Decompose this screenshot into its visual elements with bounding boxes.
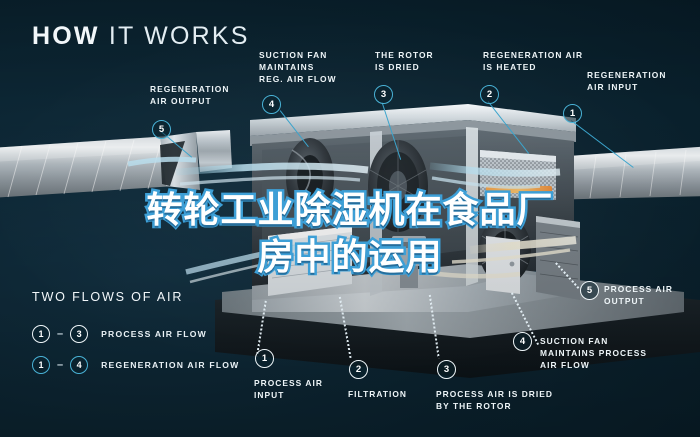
marker-bottom-5[interactable]: 5 — [580, 281, 599, 300]
marker-bottom-2[interactable]: 2 — [349, 360, 368, 379]
callout-label-process-air-output: PROCESS AIR OUTPUT — [604, 284, 673, 306]
legend-marker-regeneration-to: 4 — [70, 356, 89, 374]
marker-bottom-4[interactable]: 4 — [513, 332, 532, 351]
marker-top-1[interactable]: 1 — [563, 104, 582, 123]
marker-top-4[interactable]: 4 — [262, 95, 281, 114]
legend-dash-regeneration: – — [57, 359, 64, 371]
marker-top-5[interactable]: 5 — [152, 120, 171, 139]
page-title-light: IT WORKS — [108, 22, 250, 50]
airflow-ribbons — [127, 156, 577, 284]
legend-marker-regeneration-from: 1 — [32, 356, 50, 374]
marker-bottom-1[interactable]: 1 — [255, 349, 274, 368]
callout-label-process-air-input: PROCESS AIR INPUT — [254, 378, 323, 400]
page-title: HOW IT WORKS — [32, 22, 250, 51]
callout-label-regeneration-heated: REGENERATION AIR IS HEATED — [483, 50, 584, 72]
callout-label-suction-fan-reg: SUCTION FAN MAINTAINS REG. AIR FLOW — [259, 50, 337, 84]
filtration-unit — [268, 226, 352, 296]
legend-label-process: PROCESS AIR FLOW — [101, 329, 207, 339]
desiccant-rotor — [368, 140, 428, 232]
legend-row-regeneration: 1 – 4 REGENERATION AIR FLOW — [32, 356, 239, 374]
callout-label-regeneration-air-input: REGENERATION AIR INPUT — [587, 70, 667, 92]
legend-title: TWO FLOWS OF AIR — [32, 290, 184, 304]
overlay-title-line1: 转轮工业除湿机在食品厂 — [144, 188, 555, 234]
legend-marker-process-to: 3 — [70, 325, 89, 343]
callout-label-regeneration-air-output: REGENERATION AIR OUTPUT — [150, 84, 230, 106]
marker-top-3[interactable]: 3 — [374, 85, 393, 104]
callout-label-filtration: FILTRATION — [348, 389, 408, 399]
rotor-motor — [392, 236, 426, 288]
marker-top-2[interactable]: 2 — [480, 85, 499, 104]
callout-label-suction-fan-process: SUCTION FAN MAINTAINS PROCESS AIR FLOW — [540, 336, 648, 370]
legend-row-process: 1 – 3 PROCESS AIR FLOW — [32, 325, 207, 343]
legend-dash-process: – — [57, 328, 64, 340]
regeneration-output-duct — [0, 130, 232, 198]
legend-marker-process-from: 1 — [32, 325, 50, 343]
callout-label-process-air-dried: PROCESS AIR IS DRIED BY THE ROTOR — [436, 389, 554, 411]
legend-label-regeneration: REGENERATION AIR FLOW — [101, 360, 240, 370]
callout-label-rotor-dried: THE ROTOR IS DRIED — [375, 50, 434, 72]
overlay-title-line2: 房中的运用 — [255, 235, 444, 281]
marker-bottom-3[interactable]: 3 — [437, 360, 456, 379]
page-title-bold: HOW — [32, 22, 100, 50]
